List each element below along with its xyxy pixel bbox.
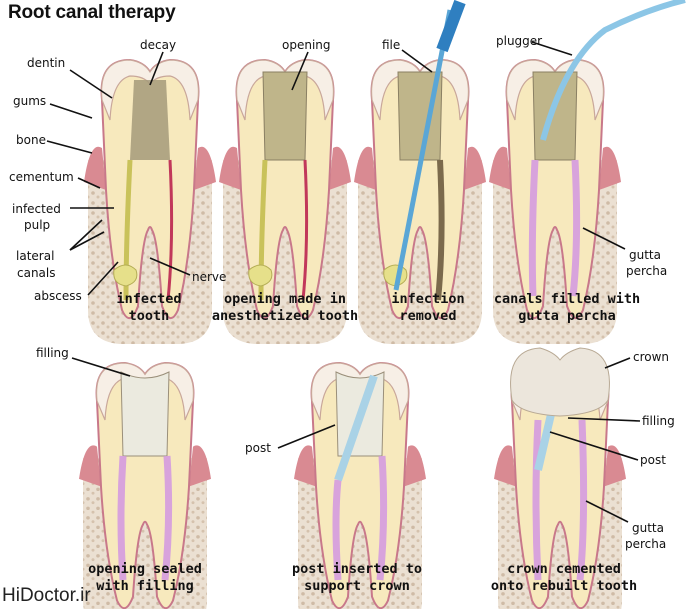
- label-file: file: [382, 38, 401, 52]
- caption-line: tooth: [128, 308, 170, 324]
- caption-line: crown cemented: [507, 561, 621, 577]
- label-lateral: lateral: [16, 249, 55, 263]
- label-gums: gums: [13, 94, 47, 108]
- tooth-post-inserted: [293, 362, 427, 609]
- label-filling: filling: [36, 346, 69, 360]
- caption-line: removed: [399, 308, 457, 324]
- caption-step-6: post inserted to support crown: [282, 561, 432, 595]
- caption-line: post inserted to: [291, 561, 423, 577]
- label-decay: decay: [140, 38, 177, 52]
- label-filling-2: filling: [642, 414, 675, 428]
- diagram-title: Root canal therapy: [8, 2, 176, 23]
- tooth-infection-removed: [353, 0, 487, 345]
- caption-line: onto rebuilt tooth: [490, 578, 638, 594]
- tooth-infected: [83, 59, 217, 345]
- label-pulp: pulp: [24, 218, 51, 232]
- caption-line: infection: [391, 291, 465, 307]
- caption-line: anesthetized tooth: [211, 308, 359, 324]
- tooth-opening-made: [218, 59, 352, 345]
- label-gutta-2: gutta: [632, 521, 664, 535]
- caption-line: infected: [116, 291, 182, 307]
- label-post-2: post: [640, 453, 666, 467]
- label-plugger: plugger: [496, 34, 543, 48]
- caption-line: support crown: [304, 578, 410, 594]
- label-canals: canals: [17, 266, 56, 280]
- caption-line: with filling: [96, 578, 194, 594]
- label-post: post: [245, 441, 271, 455]
- label-abscess: abscess: [34, 289, 82, 303]
- watermark: HiDoctor.ir: [2, 585, 91, 606]
- leader-lines: [46, 41, 641, 523]
- tooth-canals-filled: [488, 0, 686, 345]
- caption-line: opening made in: [224, 291, 346, 307]
- caption-step-7: crown cemented onto rebuilt tooth: [484, 561, 644, 595]
- label-percha-2: percha: [625, 537, 667, 551]
- caption-line: canals filled with: [493, 291, 641, 307]
- caption-step-1: infected tooth: [104, 291, 194, 325]
- caption-step-3: infection removed: [378, 291, 478, 325]
- caption-step-5: opening sealed with filling: [75, 561, 215, 595]
- tooth-opening-sealed: [78, 362, 212, 609]
- label-opening: opening: [282, 38, 331, 52]
- label-infected: infected: [12, 202, 61, 216]
- label-bone: bone: [16, 133, 46, 147]
- caption-line: gutta percha: [518, 308, 616, 324]
- caption-step-2: opening made in anesthetized tooth: [205, 291, 365, 325]
- label-nerve: nerve: [192, 270, 227, 284]
- label-crown: crown: [633, 350, 670, 364]
- caption-line: opening sealed: [88, 561, 202, 577]
- label-dentin: dentin: [27, 56, 66, 70]
- label-cementum: cementum: [9, 170, 74, 184]
- label-gutta: gutta: [629, 248, 661, 262]
- label-percha: percha: [626, 264, 668, 278]
- caption-step-4: canals filled with gutta percha: [482, 291, 652, 325]
